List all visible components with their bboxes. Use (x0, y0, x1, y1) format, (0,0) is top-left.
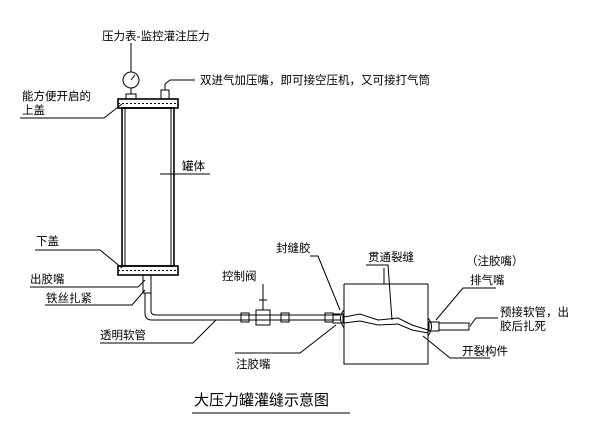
hose-leader (100, 319, 217, 344)
pressure-gauge (122, 71, 140, 100)
label-bottom-cover: 下盖 (36, 234, 59, 248)
hose-clamp (280, 312, 290, 323)
bottom-cover (117, 265, 179, 276)
cracked-member (343, 268, 429, 365)
crack-leader (366, 264, 393, 321)
label-tank-body: 罐体 (182, 159, 205, 173)
hose-lower (150, 293, 340, 316)
wire-tie-leader (45, 289, 146, 306)
label-top-cover-2: 上盖 (22, 103, 45, 117)
label-prehose-1: 预接软管，出 (500, 305, 569, 319)
label-seal-glue: 封缝胶 (276, 241, 311, 255)
label-outlet: 出胶嘴 (30, 272, 65, 286)
label-crack-member: 开裂构件 (462, 344, 508, 358)
exhaust-leader (435, 287, 496, 321)
crack-member-leader (422, 335, 490, 359)
label-crack: 贯通裂缝 (368, 250, 414, 264)
label-inject-nozzle: 注胶嘴 (236, 357, 271, 371)
label-inject-nozzle-note: （注胶嘴） (466, 254, 524, 268)
label-gauge: 压力表-监控灌注压力 (102, 29, 210, 43)
top-cover-leader (20, 103, 123, 119)
label-prehose-2: 胶后扎死 (500, 319, 546, 333)
hose-clamp (240, 312, 250, 323)
exhaust-nozzle (427, 317, 470, 337)
outlet-nozzle (142, 274, 152, 294)
hose-clamp (324, 312, 334, 323)
through-crack (343, 313, 429, 334)
seal-glue-leader (310, 255, 341, 311)
inject-nozzle-leader (235, 324, 337, 354)
label-hose: 透明软管 (100, 328, 146, 342)
label-exhaust: 排气嘴 (470, 273, 505, 287)
air-inlet-nozzle (160, 79, 171, 100)
label-top-cover-1: 能方便开启的 (22, 89, 91, 103)
control-valve (255, 299, 271, 326)
hose-upper (144, 293, 340, 321)
bottom-cover-leader (35, 249, 123, 269)
diagram-title: 大压力罐灌缝示意图 (194, 391, 329, 409)
top-cover (117, 98, 179, 109)
outlet-leader (30, 279, 146, 288)
label-wire-tie: 铁丝扎紧 (46, 291, 92, 305)
seal-glue-left (332, 309, 345, 329)
tank-body (121, 107, 175, 267)
label-dual-inlet: 双进气加压嘴，即可接空压机，又可接打气筒 (200, 73, 430, 87)
label-valve: 控制阀 (222, 269, 257, 283)
prehose-leader (469, 317, 498, 327)
